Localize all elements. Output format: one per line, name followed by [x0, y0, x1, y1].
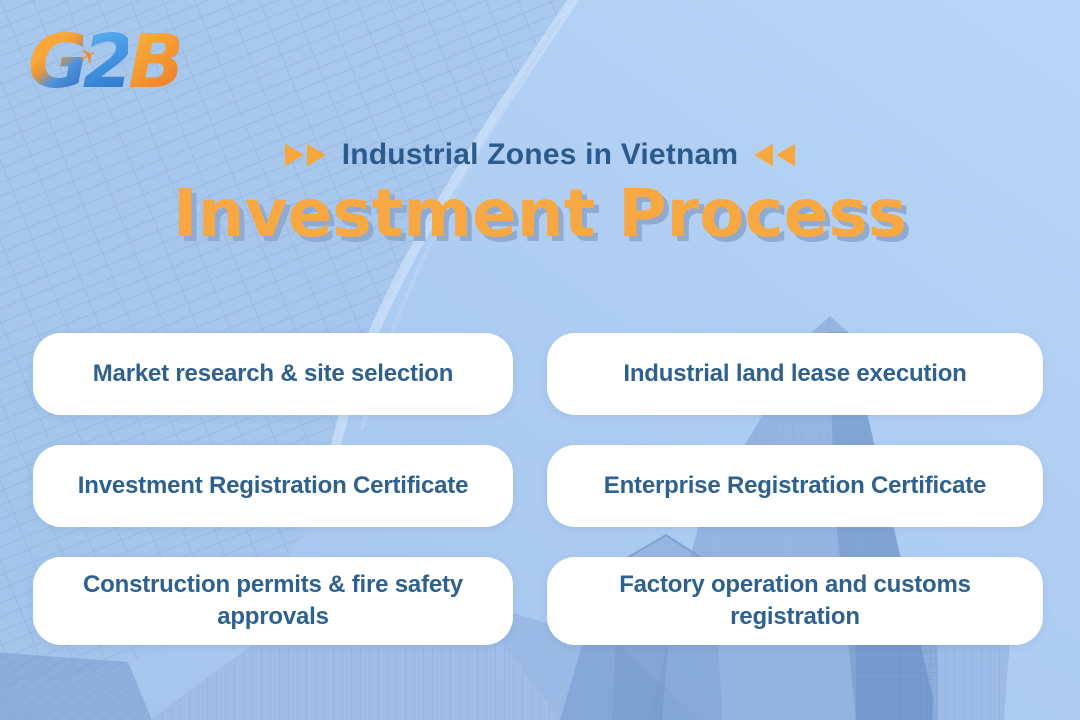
g2b-logo-text: G2B: [28, 14, 198, 110]
logo-letter-b: B: [128, 14, 184, 110]
triangle-left-icon: [754, 143, 774, 167]
process-step-card: Industrial land lease execution: [547, 333, 1043, 415]
triangle-right-icon: [306, 143, 326, 167]
process-step-card: Factory operation and customs registrati…: [547, 557, 1043, 645]
triangle-left-icon: [776, 143, 796, 167]
rewind-icon: [754, 143, 796, 167]
triangle-right-icon: [284, 143, 304, 167]
process-step-label: Enterprise Registration Certificate: [603, 472, 987, 500]
logo-letter-g: G: [28, 14, 89, 110]
process-step-card: Construction permits & fire safety appro…: [33, 557, 513, 645]
process-step-label: Construction permits & fire safety appro…: [83, 571, 463, 630]
process-steps-grid: Market research & site selection Industr…: [33, 333, 1043, 645]
process-step-card: Market research & site selection: [33, 333, 513, 415]
process-step-label: Investment Registration Certificate: [77, 472, 469, 500]
process-step-label: Factory operation and customs registrati…: [619, 571, 971, 630]
logo-letter-2: 2: [83, 14, 134, 110]
page-title: Investment Process: [173, 175, 907, 252]
g2b-logo: G2B ✈: [28, 14, 198, 110]
process-step-card: Enterprise Registration Certificate: [547, 445, 1043, 527]
process-step-label: Industrial land lease execution: [623, 360, 967, 388]
process-step-card: Investment Registration Certificate: [33, 445, 513, 527]
fast-forward-icon: [284, 143, 326, 167]
process-step-label: Market research & site selection: [92, 360, 454, 388]
header: Industrial Zones in Vietnam Investment P…: [0, 138, 1080, 250]
kicker-text: Industrial Zones in Vietnam: [341, 138, 739, 171]
kicker-row: Industrial Zones in Vietnam: [0, 138, 1080, 172]
